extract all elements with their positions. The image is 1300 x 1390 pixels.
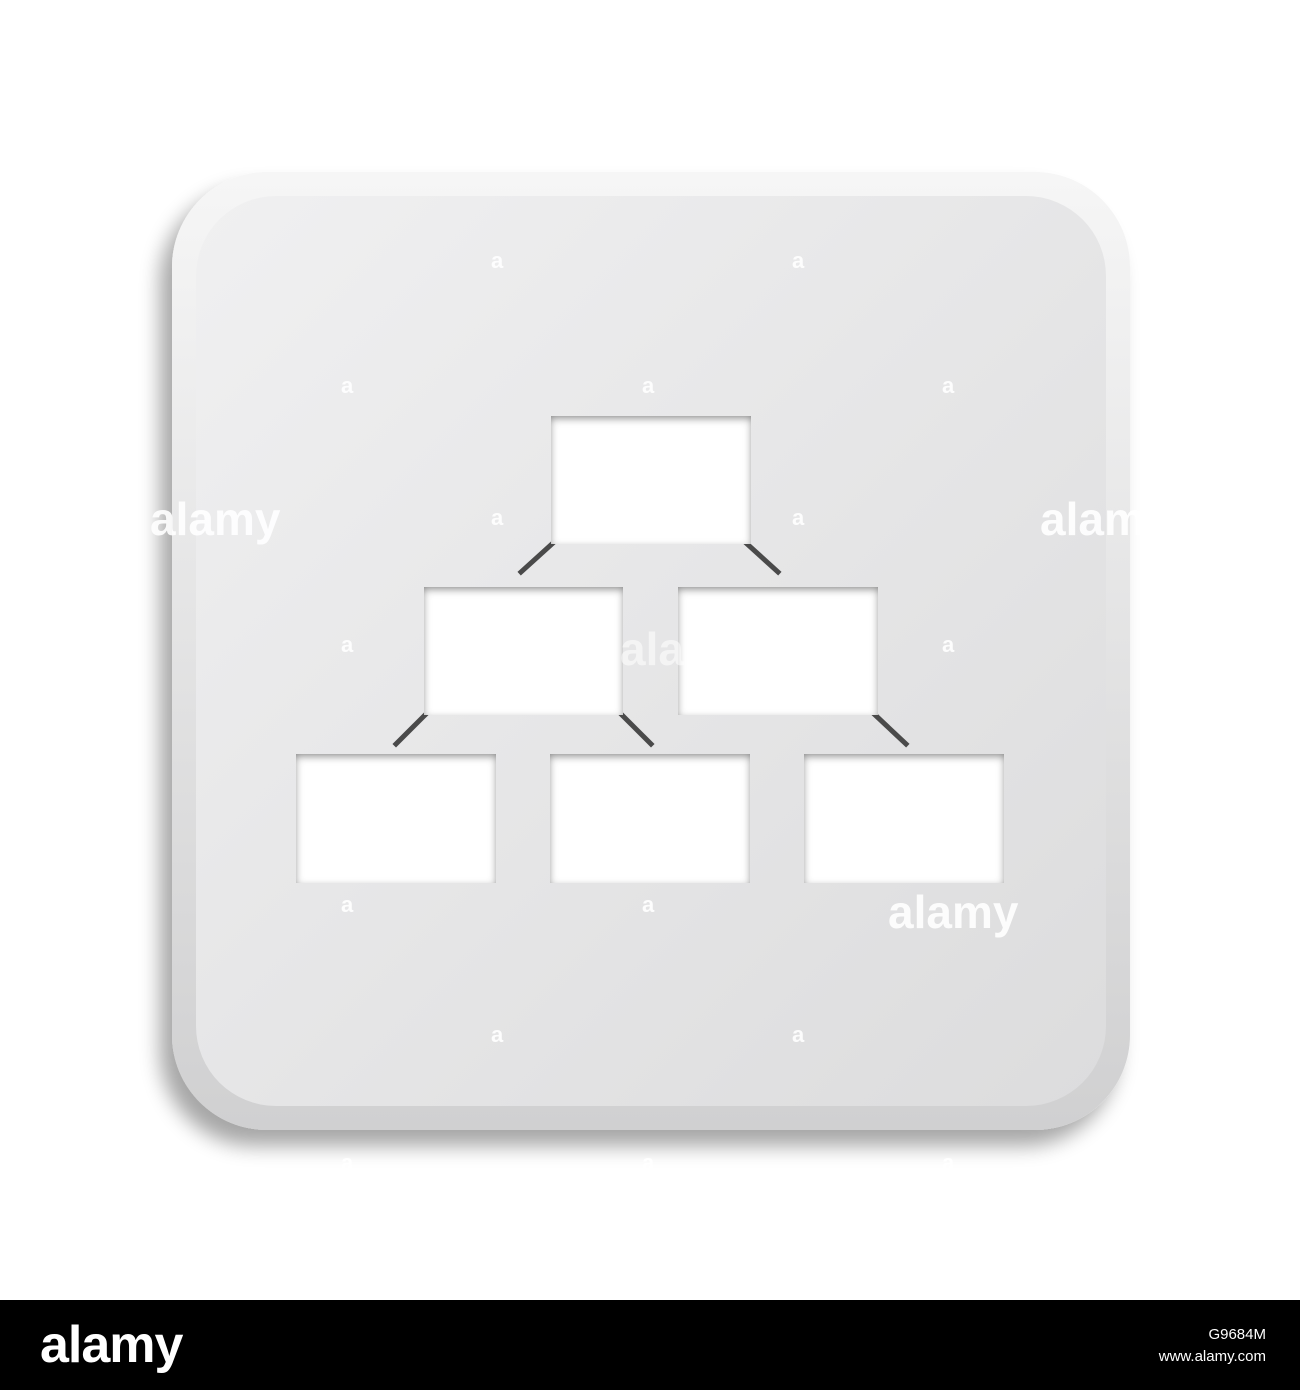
watermark-center: alamy xyxy=(620,623,751,675)
watermark-pattern: alamy alamy alamy alamy a a a a a a a a … xyxy=(150,248,1171,1175)
footer-logo: alamy xyxy=(40,1316,183,1374)
watermark-mark: a xyxy=(942,632,955,657)
node-level2-left xyxy=(424,587,623,715)
node-level3-right xyxy=(804,754,1004,883)
watermark-mark: a xyxy=(642,1150,655,1175)
footer-bar: alamy G9684M www.alamy.com xyxy=(0,1300,1300,1390)
connector-lines xyxy=(392,539,910,748)
watermark-mark: a xyxy=(642,892,655,917)
watermark-mark: a xyxy=(942,1150,955,1175)
watermark-right: alamy xyxy=(1040,493,1171,545)
node-level3-left xyxy=(296,754,496,883)
image-id: G9684M xyxy=(1208,1326,1266,1343)
org-chart-nodes xyxy=(296,416,1004,883)
watermark-mark: a xyxy=(491,505,504,530)
connector-mid-left-a xyxy=(392,709,431,748)
watermark-mark: a xyxy=(792,505,805,530)
watermark-mark: a xyxy=(341,1150,354,1175)
watermark-mark: a xyxy=(792,1022,805,1047)
watermark-mark: a xyxy=(491,1022,504,1047)
icon-illustration: alamy alamy alamy alamy a a a a a a a a … xyxy=(150,172,1171,1175)
node-level3-middle xyxy=(550,754,750,883)
watermark-mark: a xyxy=(942,373,955,398)
watermark-mark: a xyxy=(341,632,354,657)
image-canvas: alamy alamy alamy alamy a a a a a a a a … xyxy=(150,172,1171,1175)
watermark-bottom: alamy xyxy=(888,886,1019,938)
watermark-mark: a xyxy=(491,248,504,273)
watermark-mark: a xyxy=(792,248,805,273)
watermark-left: alamy xyxy=(150,493,281,545)
connector-mid-left-b xyxy=(616,709,655,748)
node-level2-right xyxy=(678,587,878,715)
watermark-mark: a xyxy=(341,373,354,398)
connector-top-right xyxy=(742,539,782,576)
watermark-mark: a xyxy=(341,892,354,917)
node-root xyxy=(551,416,751,544)
footer-info: G9684M www.alamy.com xyxy=(1159,1324,1266,1368)
watermark-mark: a xyxy=(642,373,655,398)
connector-mid-right xyxy=(869,709,910,748)
connector-top-left xyxy=(517,539,557,576)
site-url: www.alamy.com xyxy=(1158,1348,1266,1365)
